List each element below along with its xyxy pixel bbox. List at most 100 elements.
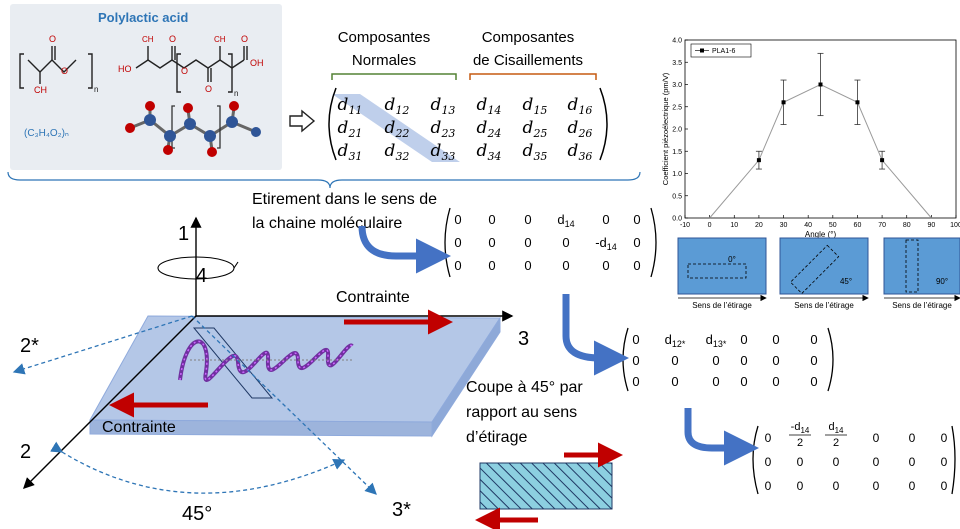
matrix-cell: 0 xyxy=(602,212,609,227)
shear-title-2: de Cisaillements xyxy=(473,52,583,69)
ester-o-r2: O xyxy=(205,84,212,94)
tensor-paren-right xyxy=(599,87,608,161)
matrix-cell: 0 xyxy=(602,258,609,273)
matrix-cell: 0 xyxy=(833,479,840,493)
x-tick-label: 60 xyxy=(854,222,862,229)
tensor-paren-left xyxy=(328,87,337,161)
x-tick-label: 70 xyxy=(878,222,886,229)
matrix-paren-left xyxy=(752,425,759,495)
legend-box xyxy=(690,43,752,58)
carbonyl-o-left: O xyxy=(49,34,56,44)
molecule-panel: Polylactic acid O O CH n CH xyxy=(10,4,282,170)
hydroxyl-left: HO xyxy=(118,64,132,74)
matrix-cell: 0 xyxy=(797,455,804,469)
shear-bracket xyxy=(469,73,597,80)
normal-title-1: Composantes xyxy=(338,29,431,46)
axis-label-3: 3 xyxy=(518,328,529,350)
matrix-cell: 0 xyxy=(833,455,840,469)
axis-label-2: 2 xyxy=(20,441,31,463)
orientation-samples: 0° Sens de l’étirage 45° Sens de l’étirage 9… xyxy=(677,237,960,310)
carbonyl-o-r1: O xyxy=(169,34,176,44)
matrix-cell: 0 xyxy=(633,235,640,250)
flow-arrow-3 xyxy=(684,408,759,466)
matrix-cell: 0 xyxy=(765,479,772,493)
matrix-cell: 0 xyxy=(765,455,772,469)
cut-caption-1: Coupe à 45° par xyxy=(466,379,583,396)
data-point xyxy=(781,100,786,105)
sample-angle: 0° xyxy=(728,255,736,264)
tensor-cell: d31 xyxy=(338,141,363,163)
y-tick-label: 4.0 xyxy=(672,38,682,45)
sample-box xyxy=(779,237,869,295)
tensor-cell: d12 xyxy=(385,95,410,117)
matrix-cell: 0 xyxy=(454,235,461,250)
tensor-cell: d26 xyxy=(568,118,593,140)
matrix-cell: d12* xyxy=(665,332,686,349)
sample-caption: Sens de l’étirage xyxy=(794,301,854,310)
sample-box xyxy=(677,237,767,295)
matrix-cell: 0 xyxy=(488,258,495,273)
matrix-cell: 0 xyxy=(633,258,640,273)
grouping-brace xyxy=(7,171,641,189)
x-tick-label: 100 xyxy=(950,222,960,229)
molecule-panel-background xyxy=(10,4,282,170)
tensor-cell: d24 xyxy=(477,118,502,140)
matrix-cell: 0 xyxy=(562,235,569,250)
matrix-paren-right xyxy=(951,425,956,495)
plate-3d xyxy=(89,315,501,438)
hatched-sample xyxy=(475,442,623,529)
matrix-cell: 0 xyxy=(873,431,880,445)
matrix-cell: 0 xyxy=(909,479,916,493)
x-tick-label: -10 xyxy=(680,222,690,229)
matrix-cell: 0 xyxy=(740,374,747,389)
methyl-r1: CH xyxy=(142,35,154,44)
x-tick-label: 50 xyxy=(829,222,837,229)
matrix-cell: 0 xyxy=(632,353,639,368)
x-tick-label: 10 xyxy=(730,222,738,229)
matrix-cell: -d14 xyxy=(595,235,617,252)
matrix-paren-right xyxy=(827,327,834,392)
matrix-cell: 0 xyxy=(524,212,531,227)
flow-arrow-1 xyxy=(358,225,451,274)
sample-caption: Sens de l’étirage xyxy=(692,301,752,310)
axis-label-1: 1 xyxy=(178,223,189,245)
matrix-cell: 0 xyxy=(633,212,640,227)
matrix-cell: 0 xyxy=(797,479,804,493)
y-tick-label: 1.0 xyxy=(672,171,682,178)
matrix-cell: 0 xyxy=(712,353,719,368)
tensor-cell: d11 xyxy=(338,95,363,117)
tensor-header: Composantes Normales Composantes de Cisa… xyxy=(331,29,597,80)
y-tick-label: 2.0 xyxy=(672,127,682,134)
ester-o-left: O xyxy=(61,66,68,76)
x-tick-label: 80 xyxy=(903,222,911,229)
tensor-cell: d25 xyxy=(523,118,548,140)
matrix-cell: 0 xyxy=(562,258,569,273)
matrix-cell: 0 xyxy=(941,479,948,493)
matrix-cell: -d14 xyxy=(791,421,810,435)
stress-label-bottom: Contrainte xyxy=(102,419,176,436)
x-axis-label: Angle (°) xyxy=(805,230,837,239)
matrix-cell: 0 xyxy=(632,332,639,347)
matrix-cell: 0 xyxy=(772,332,779,347)
matrix-cell: 0 xyxy=(488,235,495,250)
methyl-left: CH xyxy=(34,85,47,95)
methyl-r2: CH xyxy=(214,35,226,44)
y-tick-label: 2.5 xyxy=(672,104,682,111)
sample-angle: 90° xyxy=(936,277,948,286)
matrix-cell: 0 xyxy=(740,353,747,368)
molecule-title: Polylactic acid xyxy=(98,10,188,25)
tensor-cell: d22 xyxy=(385,118,410,140)
data-point xyxy=(818,82,823,87)
matrix-cell: 0 xyxy=(740,332,747,347)
cut-caption-2: rapport au sens xyxy=(466,404,577,421)
sample-angle: 45° xyxy=(840,277,852,286)
hollow-arrow xyxy=(289,109,316,133)
x-tick-label: 0 xyxy=(708,222,712,229)
skeletal-formula-left xyxy=(19,46,93,89)
ester-o-r1: O xyxy=(181,66,188,76)
